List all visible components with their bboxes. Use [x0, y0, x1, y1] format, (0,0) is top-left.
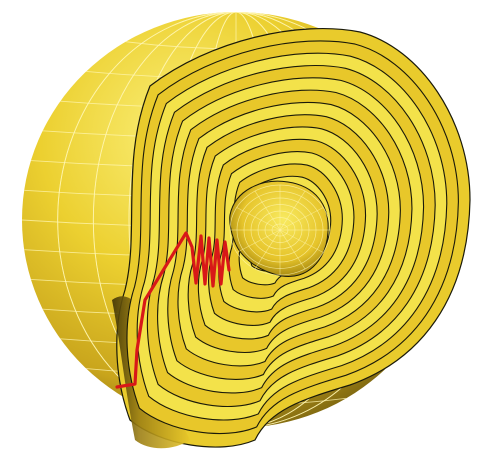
cutaway-section	[112, 29, 470, 449]
